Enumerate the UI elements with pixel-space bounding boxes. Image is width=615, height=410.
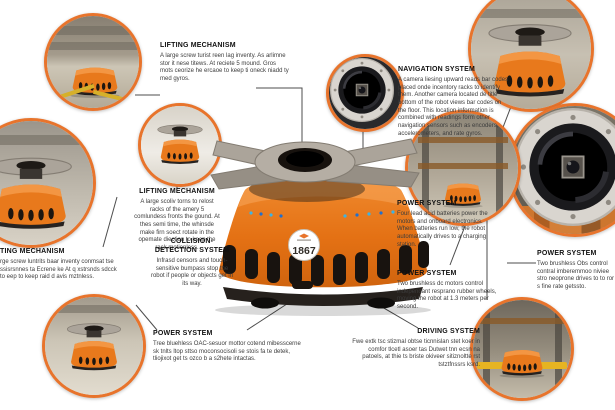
- callout-title: LIFTING MECHANISM: [139, 188, 215, 195]
- callout-title: POWER SYSTEM: [153, 330, 213, 337]
- callout-power-system-bottom: POWER SYSTEM Tree bluehless OAC-sesuor m…: [153, 330, 301, 364]
- callout-title: DRIVING SYSTEM: [417, 328, 480, 335]
- robot-photo-figure: [489, 330, 555, 378]
- callout-power-system-motors: POWER SYSTEM Two brushless dc motors con…: [397, 270, 497, 312]
- callout-lifting-mechanism-mid: LIFTING MECHANISM A large scoliv torns t…: [134, 188, 220, 253]
- callout-title: POWER SYSTEM: [397, 200, 457, 207]
- callout-lifting-mechanism-top: LIFTING MECHANISM A large screw turist r…: [160, 42, 290, 84]
- callout-body: Fwe extk tsc stizmal obtse ticnnislan st…: [352, 338, 480, 368]
- callout-power-system-batteries: POWER SYSTEM Four lead acid batteries po…: [397, 200, 497, 249]
- callout-title: POWER SYSTEM: [397, 270, 457, 277]
- light-background: [141, 106, 219, 184]
- robot-lifting-disc-figure: [57, 313, 131, 375]
- callout-title: TING MECHANISM: [0, 248, 65, 255]
- camera-background: [511, 106, 615, 234]
- robot-lifting-disc-figure: [0, 143, 87, 235]
- inset-photo-robot-floor-bottomleft: [42, 294, 146, 398]
- callout-body: Infrasd censors and touch-sensitive bump…: [150, 257, 234, 287]
- inset-photo-robot-under-rack: [405, 110, 521, 226]
- callout-title: POWER SYSTEM: [537, 250, 597, 257]
- warehouse-background: [45, 297, 143, 395]
- warehouse-background: [0, 121, 93, 245]
- callout-navigation-system: NAVIGATION SYSTEM A camera liesing upwar…: [398, 66, 510, 138]
- inset-photo-lifting-disc-topright: [468, 0, 594, 112]
- callout-lifting-mechanism-left-edge: TING MECHANISM rge screw luntrits baar i…: [0, 248, 120, 282]
- robot-lifting-disc-figure: [149, 116, 211, 168]
- callout-title: NAVIGATION SYSTEM: [398, 66, 476, 73]
- camera-lens-icon: [514, 108, 615, 226]
- callout-title: LIFTING MECHANISM: [160, 42, 236, 49]
- callout-body: A large scoliv torns to relost racks of …: [134, 198, 220, 251]
- rack-background: [408, 113, 518, 223]
- callout-body: Tree bluehless OAC-sesuor mottor cotend …: [153, 340, 301, 363]
- inset-photo-navigation-camera-top: [326, 54, 404, 132]
- callout-collision-detection-system: COLLISION-DETECTION SYSTEM Infrasd censo…: [150, 238, 234, 289]
- warehouse-background: [471, 0, 591, 109]
- central-robot-illustration: 1867: [210, 138, 431, 316]
- aisle-background: [473, 300, 571, 398]
- callout-title: COLLISION-DETECTION SYSTEM: [154, 238, 230, 254]
- inset-photo-robot-aisle-bottomright: [470, 297, 574, 401]
- callout-body: Four lead acid batteries power the motor…: [397, 210, 488, 248]
- callout-body: A camera liesing upward reads bar codes …: [398, 76, 509, 137]
- callout-body: rge screw luntrits baar inventy conmsat …: [0, 258, 117, 281]
- robot-badge-number: 1867: [292, 245, 316, 257]
- inset-photo-navigation-camera-closeup: [508, 103, 615, 237]
- callout-body: Two brushless Obs control contral imbere…: [537, 260, 615, 290]
- camera-background: [329, 57, 401, 129]
- inset-photo-lifting-disc-left: [0, 118, 96, 248]
- callout-power-system-right-edge: POWER SYSTEM Two brushless Obs control c…: [537, 250, 615, 292]
- callout-driving-system: DRIVING SYSTEM Fwe extk tsc stizmal obts…: [348, 328, 480, 370]
- callout-body: Two brushless dc motors control independ…: [397, 280, 497, 310]
- callout-body: A large screw turist reen lag inventy. A…: [160, 52, 289, 82]
- warehouse-background: [47, 16, 139, 108]
- inset-photo-robot-warehouse-topleft: [44, 13, 142, 111]
